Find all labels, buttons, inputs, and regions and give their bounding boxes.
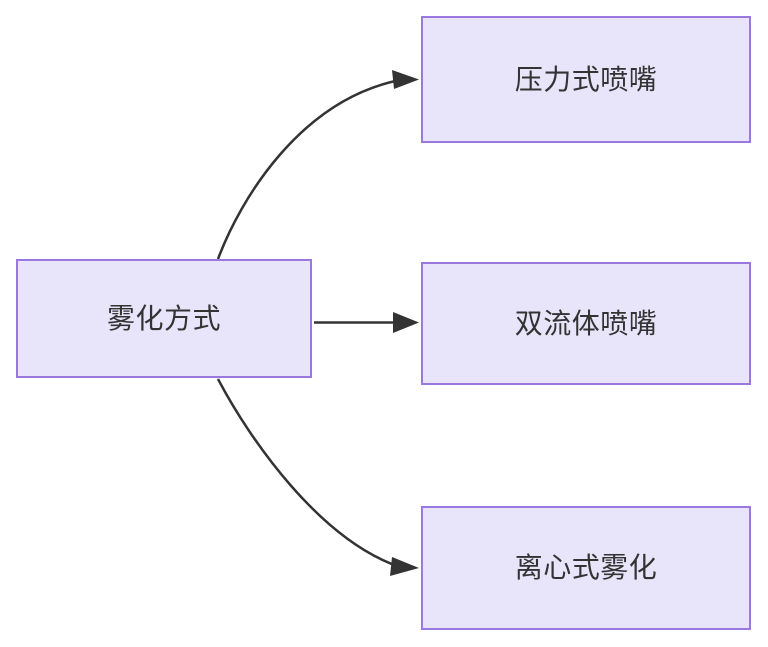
edge-to-two-fluid-nozzle: [314, 312, 419, 333]
node-label-centrifugal-atomization: 离心式雾化: [514, 552, 658, 584]
node-centrifugal-atomization[interactable]: 离心式雾化: [421, 506, 751, 630]
node-label-pressure-nozzle: 压力式喷嘴: [514, 63, 658, 95]
node-pressure-nozzle[interactable]: 压力式喷嘴: [421, 16, 751, 143]
arrowhead-middle: [393, 312, 419, 333]
arrowhead-upper: [392, 70, 419, 89]
edge-to-pressure-nozzle: [216, 70, 419, 260]
edge-curve-upper: [216, 78, 401, 260]
node-two-fluid-nozzle[interactable]: 双流体喷嘴: [421, 262, 751, 385]
node-label-two-fluid-nozzle: 双流体喷嘴: [514, 307, 658, 339]
node-label-atomization-method: 雾化方式: [106, 302, 221, 334]
node-atomization-method[interactable]: 雾化方式: [16, 259, 312, 378]
edge-to-centrifugal-atomization: [216, 378, 419, 576]
arrowhead-lower: [390, 557, 419, 576]
edge-curve-lower: [216, 378, 401, 569]
